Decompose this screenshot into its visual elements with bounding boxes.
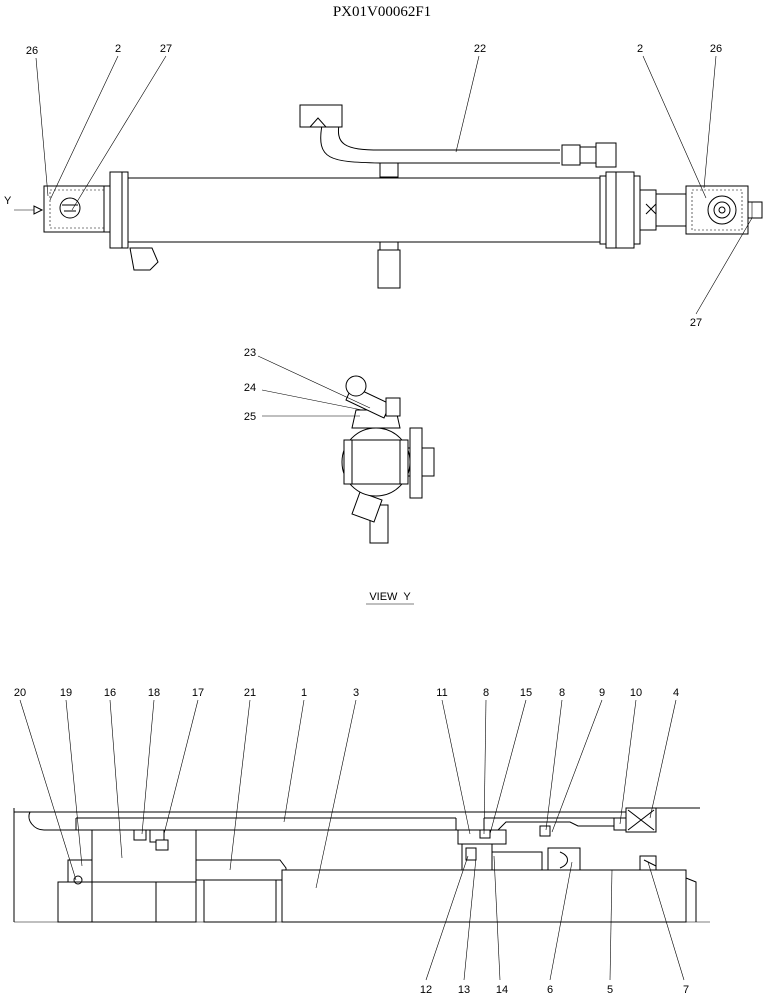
callout-3: 3 (353, 687, 359, 699)
callout-26-right: 26 (710, 43, 722, 55)
callout-10: 10 (630, 687, 642, 699)
cylinder-assembly: 26 2 27 22 2 26 27 Y (4, 43, 763, 329)
callout-6: 6 (547, 984, 553, 996)
callout-19: 19 (60, 687, 72, 699)
callout-15: 15 (520, 687, 532, 699)
left-clevis (14, 185, 111, 233)
callout-24: 24 (244, 382, 256, 394)
top-leaders (35, 55, 753, 315)
callout-22: 22 (474, 43, 486, 55)
hydraulic-pipe (299, 104, 617, 178)
callout-9: 9 (599, 687, 605, 699)
callout-13: 13 (458, 984, 470, 996)
callout-18: 18 (148, 687, 160, 699)
callout-25: 25 (244, 411, 256, 423)
callout-5: 5 (607, 984, 613, 996)
piston-rod-end (655, 185, 763, 235)
callout-1: 1 (301, 687, 307, 699)
gland-packing (457, 807, 657, 871)
section-leaders (19, 699, 685, 981)
view-marker: Y (4, 195, 12, 207)
callout-2-right: 2 (637, 43, 643, 55)
callout-4: 4 (673, 687, 679, 699)
callout-27-right: 27 (690, 317, 702, 329)
callout-2-left: 2 (115, 43, 121, 55)
piston-assembly (57, 829, 287, 923)
section-view: 20 19 16 18 17 21 1 3 11 8 15 8 9 10 4 1… (13, 687, 710, 996)
view-caption: VIEW Y (369, 591, 411, 603)
piston-rod (281, 869, 697, 923)
callout-27-left: 27 (160, 43, 172, 55)
drawing-title: PX01V00062F1 (333, 4, 431, 20)
callout-14: 14 (496, 984, 508, 996)
cylinder-tube (109, 171, 657, 289)
callout-17: 17 (192, 687, 204, 699)
callout-11: 11 (436, 687, 447, 699)
callout-20: 20 (14, 687, 26, 699)
callout-12: 12 (420, 984, 432, 996)
callout-26-left: 26 (26, 45, 38, 57)
callout-23: 23 (244, 347, 256, 359)
callout-16: 16 (104, 687, 116, 699)
callout-7: 7 (683, 984, 689, 996)
callout-8-b: 8 (559, 687, 565, 699)
view-y: 23 24 25 VIEW Y (244, 347, 435, 605)
callout-8-a: 8 (483, 687, 489, 699)
callout-21: 21 (244, 687, 256, 699)
